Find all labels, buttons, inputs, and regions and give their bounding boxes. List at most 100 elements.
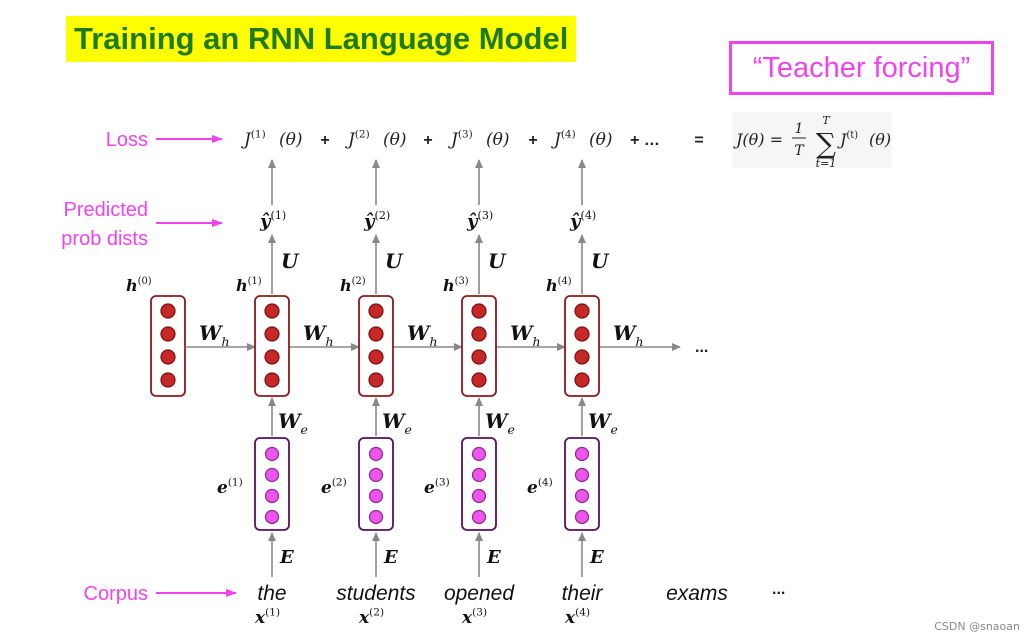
hidden-state-2 [358, 295, 394, 397]
loss-formula-sum-symbol: ∑ [816, 127, 836, 160]
loss-label: Loss [106, 129, 148, 151]
embedding-1 [254, 437, 290, 531]
loss-plus-3: + [528, 132, 537, 149]
hidden-state-4-neuron-1 [574, 303, 590, 319]
e3-label: e(3) [424, 476, 450, 498]
hidden-state-1-neuron-2 [264, 326, 280, 342]
corpus-word-3: opened [444, 582, 515, 605]
embedding-3 [461, 437, 497, 531]
sequence-continuation-dots: ... [695, 339, 708, 356]
loss-formula-term-arg: (θ) [869, 130, 891, 149]
corpus-word-1: the [257, 582, 286, 605]
slide-title: Training an RNN Language Model [66, 16, 577, 62]
hidden-state-0-neuron-1 [160, 303, 176, 319]
yhat-4: ŷ(4) [569, 209, 596, 232]
e4-label: e(4) [527, 476, 553, 498]
loss-term-3: J(3) [448, 128, 473, 150]
loss-theta-3: (θ) [486, 130, 510, 150]
embedding-2-neuron-1 [368, 446, 384, 462]
hidden-state-4-neuron-3 [574, 349, 590, 365]
x1-label: x(1) [254, 606, 280, 628]
embedding-4-neuron-3 [574, 488, 590, 504]
E-label-4: E [589, 547, 604, 568]
embedding-3-neuron-4 [471, 509, 487, 525]
U-label-3: U [488, 249, 507, 273]
embedding-1-neuron-1 [264, 446, 280, 462]
hidden-state-0-neuron-3 [160, 349, 176, 365]
embedding-1-neuron-4 [264, 509, 280, 525]
embedding-1-neuron-3 [264, 488, 280, 504]
x3-label: x(3) [461, 606, 487, 628]
h0-label: h(0) [126, 276, 152, 295]
loss-formula-sum-top: T [822, 114, 831, 127]
embedding-2-neuron-2 [368, 467, 384, 483]
hidden-state-0-neuron-4 [160, 372, 176, 388]
Wh-label-1: Wh [199, 321, 229, 349]
loss-formula-lhs: J(θ) = [733, 130, 783, 149]
hidden-state-3-neuron-3 [471, 349, 487, 365]
corpus-word-4: their [562, 582, 604, 605]
loss-formula-frac-num: 1 [795, 121, 804, 137]
hidden-state-3-neuron-1 [471, 303, 487, 319]
hidden-state-1 [254, 295, 290, 397]
loss-formula-frac-den: T [794, 143, 805, 159]
embedding-3-neuron-2 [471, 467, 487, 483]
predicted-label-line2: prob dists [61, 228, 148, 250]
h4-label: h(4) [546, 276, 572, 295]
corpus-label: Corpus [84, 583, 148, 605]
hidden-state-0 [150, 295, 186, 397]
embedding-4-neuron-4 [574, 509, 590, 525]
yhat-2: ŷ(2) [363, 209, 390, 232]
embedding-2-neuron-3 [368, 488, 384, 504]
embedding-3-neuron-3 [471, 488, 487, 504]
loss-term-1: J(1) [241, 128, 266, 150]
hidden-state-0-neuron-2 [160, 326, 176, 342]
We-label-1: We [278, 409, 308, 437]
corpus-continuation-dots: ... [772, 581, 785, 598]
loss-formula-sum-bottom: t=1 [816, 157, 837, 170]
hidden-state-1-neuron-1 [264, 303, 280, 319]
loss-formula-background [732, 112, 892, 168]
embedding-4 [564, 437, 600, 531]
E-label-3: E [486, 547, 501, 568]
embedding-4-neuron-1 [574, 446, 590, 462]
hidden-state-2-neuron-1 [368, 303, 384, 319]
hidden-state-1-neuron-4 [264, 372, 280, 388]
U-label-1: U [281, 249, 300, 273]
corpus-word-5: exams [666, 582, 728, 605]
hidden-state-3 [461, 295, 497, 397]
loss-term-2: J(2) [345, 128, 370, 150]
hidden-state-1-neuron-3 [264, 349, 280, 365]
embedding-1-neuron-2 [264, 467, 280, 483]
watermark: CSDN @snaoan [934, 620, 1020, 633]
U-label-2: U [385, 249, 404, 273]
hidden-state-4 [564, 295, 600, 397]
yhat-1: ŷ(1) [259, 209, 286, 232]
Wh-label-2: Wh [303, 321, 333, 349]
loss-theta-1: (θ) [279, 130, 303, 150]
We-label-4: We [588, 409, 618, 437]
yhat-3: ŷ(3) [466, 209, 493, 232]
loss-theta-2: (θ) [383, 130, 407, 150]
hidden-state-4-neuron-4 [574, 372, 590, 388]
corpus-word-2: students [336, 582, 416, 605]
teacher-forcing-box: “Teacher forcing” [729, 41, 994, 95]
loss-term-4: J(4) [551, 128, 576, 150]
hidden-state-2-neuron-2 [368, 326, 384, 342]
x4-label: x(4) [564, 606, 590, 628]
Wh-label-5: Wh [613, 321, 643, 349]
h2-label: h(2) [340, 276, 366, 295]
Wh-label-4: Wh [510, 321, 540, 349]
e1-label: e(1) [217, 476, 243, 498]
hidden-state-3-neuron-2 [471, 326, 487, 342]
hidden-state-3-neuron-4 [471, 372, 487, 388]
predicted-label-line1: Predicted [64, 199, 149, 221]
x2-label: x(2) [358, 606, 384, 628]
embedding-2 [358, 437, 394, 531]
hidden-state-2-neuron-4 [368, 372, 384, 388]
embedding-4-neuron-2 [574, 467, 590, 483]
E-label-1: E [279, 547, 294, 568]
e2-label: e(2) [321, 476, 347, 498]
We-label-2: We [382, 409, 412, 437]
